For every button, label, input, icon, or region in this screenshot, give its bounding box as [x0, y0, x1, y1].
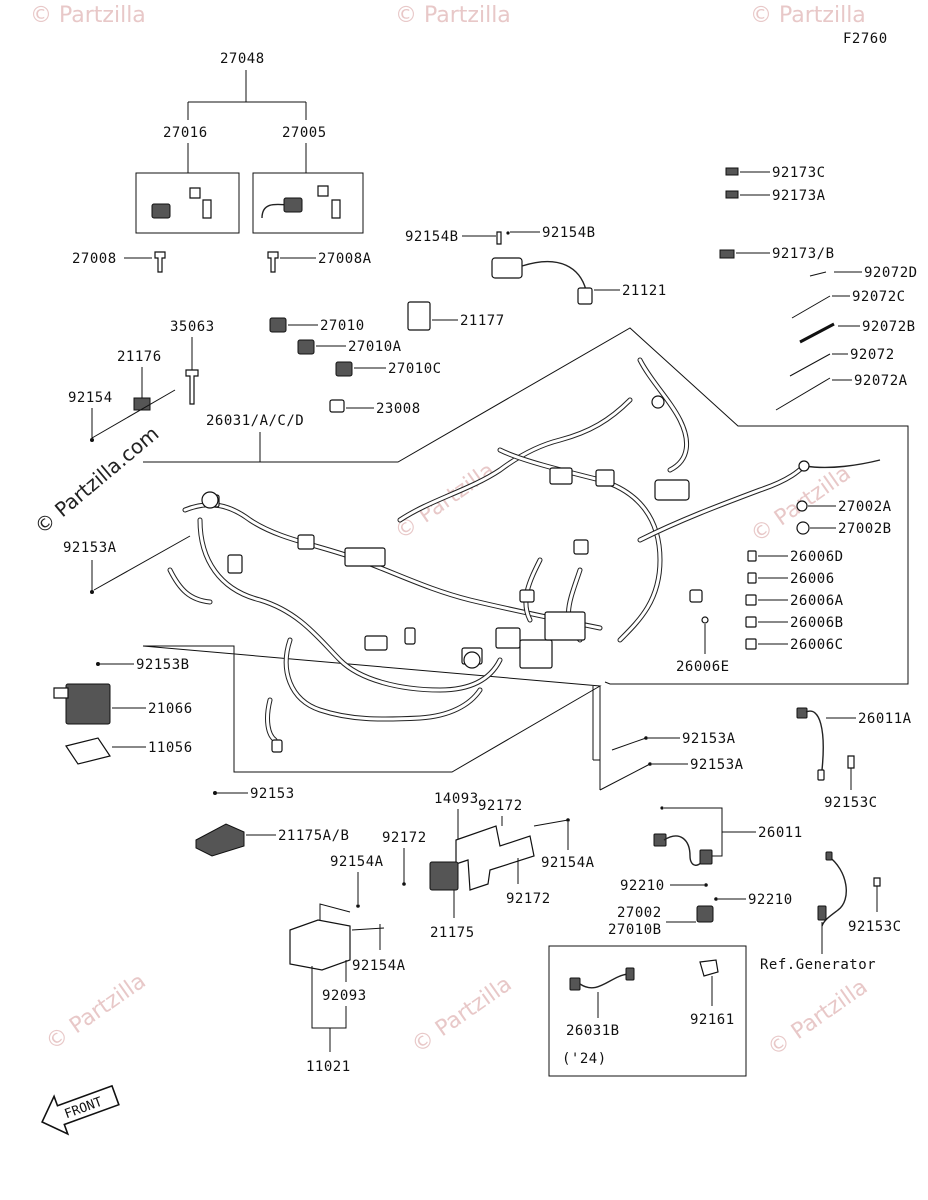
part-26006A[interactable]: 26006A: [790, 593, 844, 609]
part-92173A[interactable]: 92173A: [772, 188, 826, 204]
part-92172-bottom[interactable]: 92172: [506, 891, 551, 907]
part-26031B[interactable]: 26031B: [566, 1023, 620, 1039]
part-27010A[interactable]: 27010A: [348, 339, 402, 355]
group-27048: 27048 27016 27005 27008 27008A: [72, 51, 372, 273]
part-26011[interactable]: 26011: [758, 825, 803, 841]
part-27016[interactable]: 27016: [163, 125, 208, 141]
watermarks: © Partzilla © Partzilla © Partzilla © Pa…: [30, 3, 873, 1061]
part-92173B[interactable]: 92173/B: [772, 246, 835, 262]
part-26031[interactable]: 26031/A/C/D: [206, 413, 304, 429]
group-26006: 27002A 27002B 26006D 26006 26006A 26006B…: [676, 499, 892, 675]
wiring-harness: [167, 357, 881, 753]
figure-id: F2760: [843, 31, 888, 47]
part-26006D[interactable]: 26006D: [790, 549, 844, 565]
part-27010[interactable]: 27010: [320, 318, 365, 334]
part-26006B[interactable]: 26006B: [790, 615, 844, 631]
part-26006[interactable]: 26006: [790, 571, 835, 587]
part-92173C[interactable]: 92173C: [772, 165, 826, 181]
group-21175AB: 92153 21175A/B: [195, 786, 349, 857]
part-27008A[interactable]: 27008A: [318, 251, 372, 267]
group-14093: 92172 14093 92172 92154A 92172 21175: [382, 791, 595, 941]
part-21066[interactable]: 21066: [148, 701, 193, 717]
part-92154A-bottom[interactable]: 92154A: [352, 958, 406, 974]
watermark: © Partzilla: [390, 458, 499, 545]
group-2024: 26031B ('24) 92161: [548, 945, 747, 1077]
group-21121: 21177 92154B 92154B 21121: [405, 225, 667, 331]
watermark: © Partzilla: [763, 975, 872, 1062]
part-35063[interactable]: 35063: [170, 319, 215, 335]
part-21177[interactable]: 21177: [460, 313, 505, 329]
part-27002A[interactable]: 27002A: [838, 499, 892, 515]
part-92153C-2[interactable]: 92153C: [848, 919, 902, 935]
watermark-main: © Partzilla.com: [30, 421, 164, 539]
part-92154B-right[interactable]: 92154B: [542, 225, 596, 241]
watermark: © Partzilla: [30, 3, 146, 28]
part-92154A-left[interactable]: 92154A: [330, 854, 384, 870]
part-14093[interactable]: 14093: [434, 791, 479, 807]
group-26011: 26011 92210 92210 27002 27010B: [608, 806, 803, 938]
part-21121[interactable]: 21121: [622, 283, 667, 299]
part-92072C[interactable]: 92072C: [852, 289, 906, 305]
part-21175[interactable]: 21175: [430, 925, 475, 941]
group-26011A: 26011A 92153C: [796, 707, 912, 811]
part-92093[interactable]: 92093: [322, 988, 367, 1004]
part-27048[interactable]: 27048: [220, 51, 265, 67]
part-27010B[interactable]: 27010B: [608, 922, 662, 938]
part-92153A-2[interactable]: 92153A: [690, 757, 744, 773]
group-27010: 27010 27010A 27010C 23008: [269, 317, 442, 417]
front-arrow: FRONT: [41, 1084, 120, 1136]
part-92153A-left[interactable]: 92153A: [63, 540, 117, 556]
part-92154[interactable]: 92154: [68, 390, 113, 406]
part-11021[interactable]: 11021: [306, 1059, 351, 1075]
part-27002[interactable]: 27002: [617, 905, 662, 921]
watermark: © Partzilla: [395, 3, 511, 28]
part-21175AB[interactable]: 21175A/B: [278, 828, 349, 844]
part-26006C[interactable]: 26006C: [790, 637, 844, 653]
part-92210-left[interactable]: 92210: [620, 878, 665, 894]
part-92153B[interactable]: 92153B: [136, 657, 190, 673]
part-92072B[interactable]: 92072B: [862, 319, 916, 335]
part-92210-right[interactable]: 92210: [748, 892, 793, 908]
watermark: © Partzilla: [41, 969, 150, 1056]
year-24-label: ('24): [562, 1051, 607, 1067]
part-11056[interactable]: 11056: [148, 740, 193, 756]
part-92153[interactable]: 92153: [250, 786, 295, 802]
part-92172-top[interactable]: 92172: [478, 798, 523, 814]
group-11021: 92154A 92154A 92093 11021: [289, 854, 406, 1075]
part-26006E[interactable]: 26006E: [676, 659, 730, 675]
part-92172-left[interactable]: 92172: [382, 830, 427, 846]
part-92072[interactable]: 92072: [850, 347, 895, 363]
part-92072A[interactable]: 92072A: [854, 373, 908, 389]
part-27008[interactable]: 27008: [72, 251, 117, 267]
part-23008[interactable]: 23008: [376, 401, 421, 417]
part-92154B-left[interactable]: 92154B: [405, 229, 459, 245]
part-26011A[interactable]: 26011A: [858, 711, 912, 727]
part-27002B[interactable]: 27002B: [838, 521, 892, 537]
part-92072D[interactable]: 92072D: [864, 265, 918, 281]
harness-frame: 26031/A/C/D 92153A: [63, 327, 909, 773]
ref-generator[interactable]: Ref.Generator: [760, 957, 876, 973]
group-92173: 92173C 92173A 92173/B 92072D 92072C 9207…: [719, 165, 918, 411]
part-92154A-right[interactable]: 92154A: [541, 855, 595, 871]
group-92153A: 92153A 92153A: [592, 686, 744, 791]
watermark: © Partzilla: [750, 3, 866, 28]
part-21176[interactable]: 21176: [117, 349, 162, 365]
part-92153C-1[interactable]: 92153C: [824, 795, 878, 811]
group-35063: 35063 21176 92154: [68, 319, 215, 442]
group-21066: 92153B 21066 11056: [53, 657, 193, 765]
group-generator: Ref.Generator 92153C: [760, 851, 902, 973]
part-27005[interactable]: 27005: [282, 125, 327, 141]
watermark: © Partzilla: [407, 972, 516, 1059]
part-92161[interactable]: 92161: [690, 1012, 735, 1028]
part-27010C[interactable]: 27010C: [388, 361, 442, 377]
part-92153A-1[interactable]: 92153A: [682, 731, 736, 747]
